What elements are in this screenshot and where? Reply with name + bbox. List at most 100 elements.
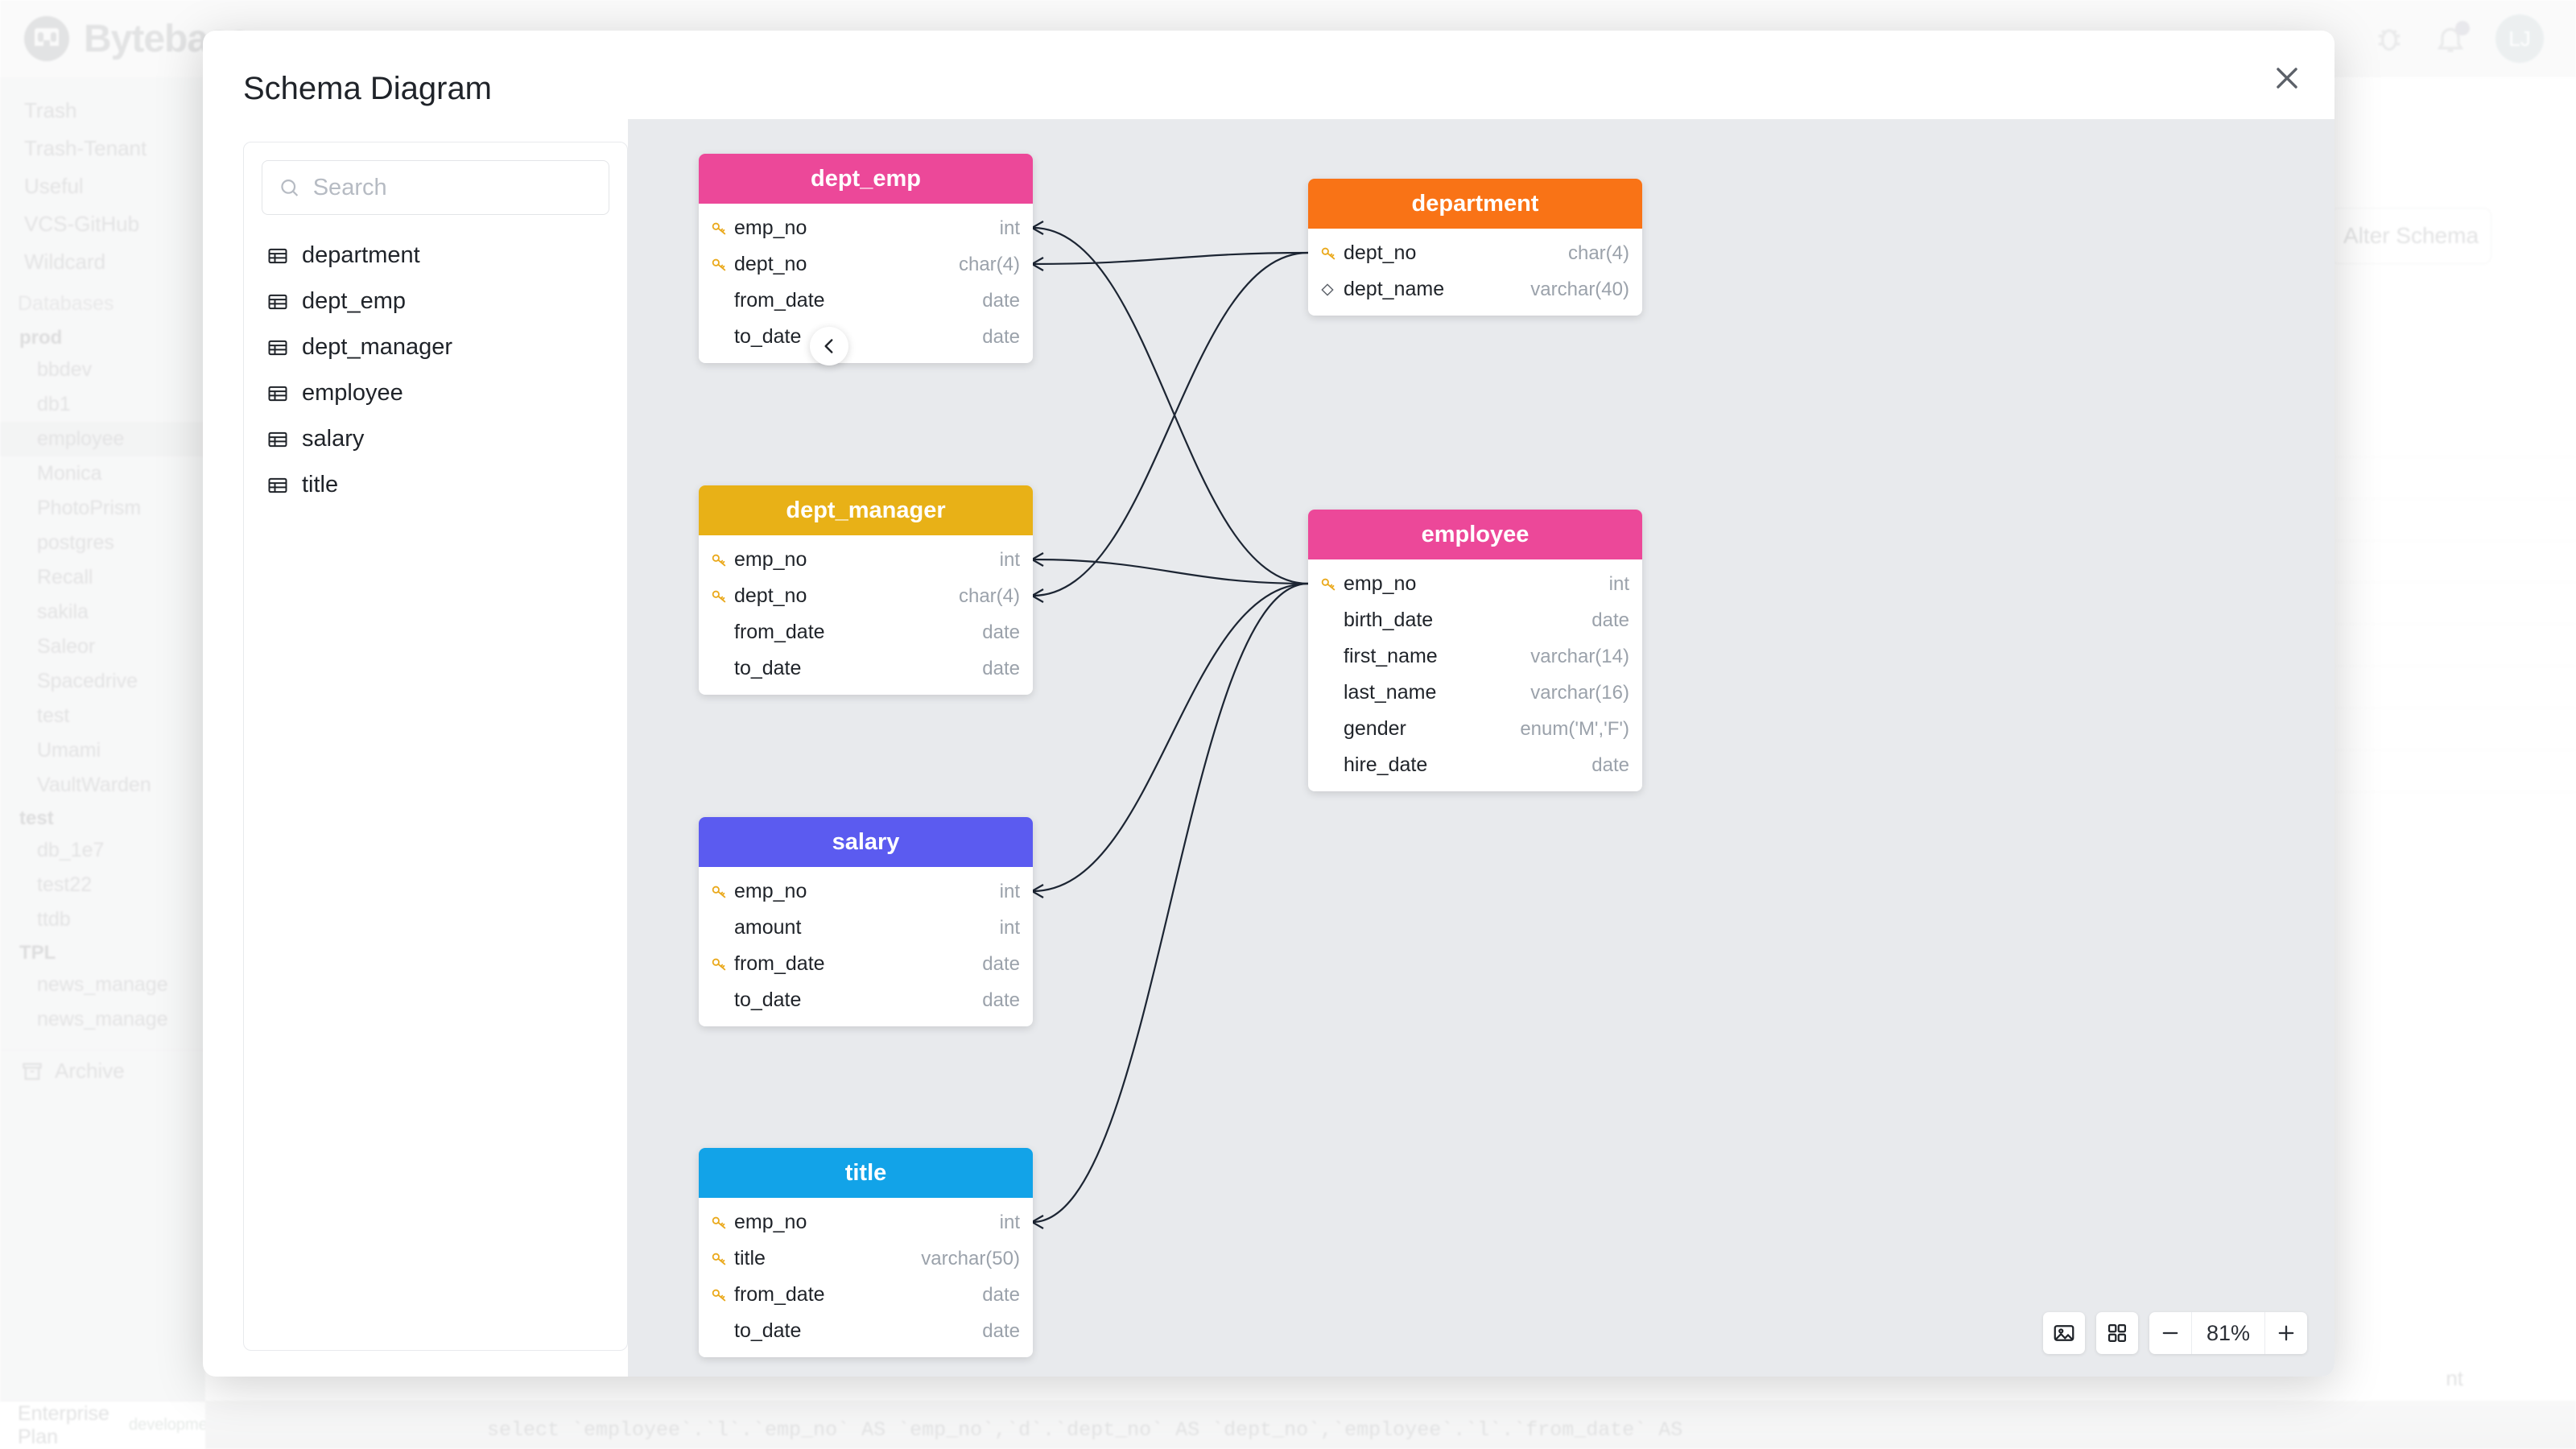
db-item-test22[interactable]: test22 — [37, 873, 93, 896]
column-type: char(4) — [958, 584, 1020, 607]
edge-marker — [1031, 588, 1044, 603]
db-item-ttdb[interactable]: ttdb — [37, 908, 71, 931]
db-item-news_manage[interactable]: news_manage — [37, 1008, 168, 1030]
table-list-item-label: dept_emp — [302, 288, 406, 314]
grid-icon[interactable] — [2096, 1312, 2138, 1354]
archive-icon — [23, 1063, 42, 1080]
table-icon — [266, 474, 289, 497]
search-box[interactable] — [262, 160, 609, 215]
db-item-Umami[interactable]: Umami — [37, 739, 101, 762]
table-list-item-salary[interactable]: salary — [262, 416, 619, 462]
sidebar-item-wildcard[interactable]: Wildcard — [24, 250, 106, 274]
sidebar-item-trash[interactable]: Trash — [24, 98, 77, 122]
modal-body: department dept_emp dept_manager employe… — [203, 119, 2334, 1377]
key-icon — [710, 551, 734, 569]
sidebar-item-vcs-github[interactable]: VCS-GitHub — [24, 212, 140, 236]
column-type: char(4) — [1567, 242, 1629, 264]
key-icon — [710, 588, 734, 605]
app-logo[interactable]: Bytebase — [24, 16, 250, 61]
minus-icon[interactable] — [2149, 1312, 2191, 1354]
column-type: char(4) — [958, 253, 1020, 275]
bug-icon[interactable] — [2373, 23, 2405, 55]
search-wrap — [244, 142, 627, 215]
sidebar-item-archive[interactable]: Archive — [0, 1050, 205, 1092]
close-icon[interactable] — [2262, 53, 2312, 103]
table-list-item-department[interactable]: department — [262, 233, 619, 279]
table-list-item-employee[interactable]: employee — [262, 370, 619, 416]
db-item-sakila[interactable]: sakila — [37, 601, 89, 623]
column-type: date — [982, 1319, 1020, 1342]
column-name: emp_no — [734, 217, 807, 239]
db-item-bbdev[interactable]: bbdev — [37, 358, 93, 381]
diamond-icon — [1319, 282, 1344, 298]
table-list-item-label: department — [302, 242, 420, 268]
plus-icon[interactable] — [2265, 1312, 2307, 1354]
column-name: dept_name — [1344, 278, 1445, 300]
db-item-db1[interactable]: db1 — [37, 393, 71, 415]
alter-schema-button[interactable]: Alter Schema — [2330, 208, 2491, 264]
db-item-db_1e7[interactable]: db_1e7 — [37, 839, 105, 861]
db-item-VaultWarden[interactable]: VaultWarden — [37, 774, 151, 796]
sql-preview-bar: select `employee`.`l`.`emp_no` AS `emp_n… — [205, 1401, 2576, 1449]
table-list-item-title[interactable]: title — [262, 462, 619, 508]
key-icon — [710, 1286, 734, 1304]
column-name: from_date — [734, 621, 825, 643]
column-name: title — [734, 1247, 766, 1269]
key-icon — [1319, 576, 1344, 593]
key-icon — [710, 883, 734, 901]
db-item-Monica[interactable]: Monica — [37, 462, 102, 485]
db-item-Recall[interactable]: Recall — [37, 566, 93, 588]
column-name: hire_date — [1344, 753, 1428, 776]
column-type: int — [999, 217, 1020, 239]
db-group-test[interactable]: test — [19, 807, 54, 829]
collapse-panel-button[interactable] — [810, 327, 848, 365]
sidebar-item-useful[interactable]: Useful — [24, 174, 84, 198]
table-list-item-dept_emp[interactable]: dept_emp — [262, 279, 619, 324]
table-list-item-dept_manager[interactable]: dept_manager — [262, 324, 619, 370]
page-title: Schema Diagram — [243, 71, 493, 106]
db-item-postgres[interactable]: postgres — [37, 531, 114, 554]
table-list-item-label: employee — [302, 380, 403, 406]
column-name: emp_no — [734, 1211, 807, 1233]
db-item-Saleor[interactable]: Saleor — [37, 635, 96, 658]
db-item-employee[interactable]: employee — [0, 422, 205, 456]
db-item-test[interactable]: test — [37, 704, 70, 727]
db-item-news_manage[interactable]: news_manage — [37, 973, 168, 996]
zoom-level[interactable]: 81% — [2191, 1312, 2265, 1354]
table-list-item-label: title — [302, 472, 339, 497]
bytebase-logo-icon — [24, 16, 69, 61]
image-icon[interactable] — [2043, 1312, 2085, 1354]
edge-marker — [1031, 221, 1044, 235]
search-input[interactable] — [312, 174, 592, 201]
table-node-title: department — [1308, 179, 1642, 229]
db-item-Spacedrive[interactable]: Spacedrive — [37, 670, 138, 692]
bell-icon[interactable] — [2434, 21, 2470, 55]
table-icon — [266, 245, 289, 267]
db-group-TPL[interactable]: TPL — [19, 942, 56, 964]
column-type: varchar(16) — [1530, 681, 1629, 704]
avatar[interactable]: LJ — [2496, 14, 2544, 63]
table-node-title: employee — [1308, 510, 1642, 559]
column-name: first_name — [1344, 645, 1438, 667]
column-name: gender — [1344, 717, 1406, 740]
db-item-PhotoPrism[interactable]: PhotoPrism — [37, 497, 142, 519]
column-type: int — [999, 1211, 1020, 1233]
db-group-prod[interactable]: prod — [19, 327, 63, 349]
sidebar-item-trash-tenant[interactable]: Trash-Tenant — [24, 136, 147, 160]
column-name: to_date — [734, 657, 802, 679]
